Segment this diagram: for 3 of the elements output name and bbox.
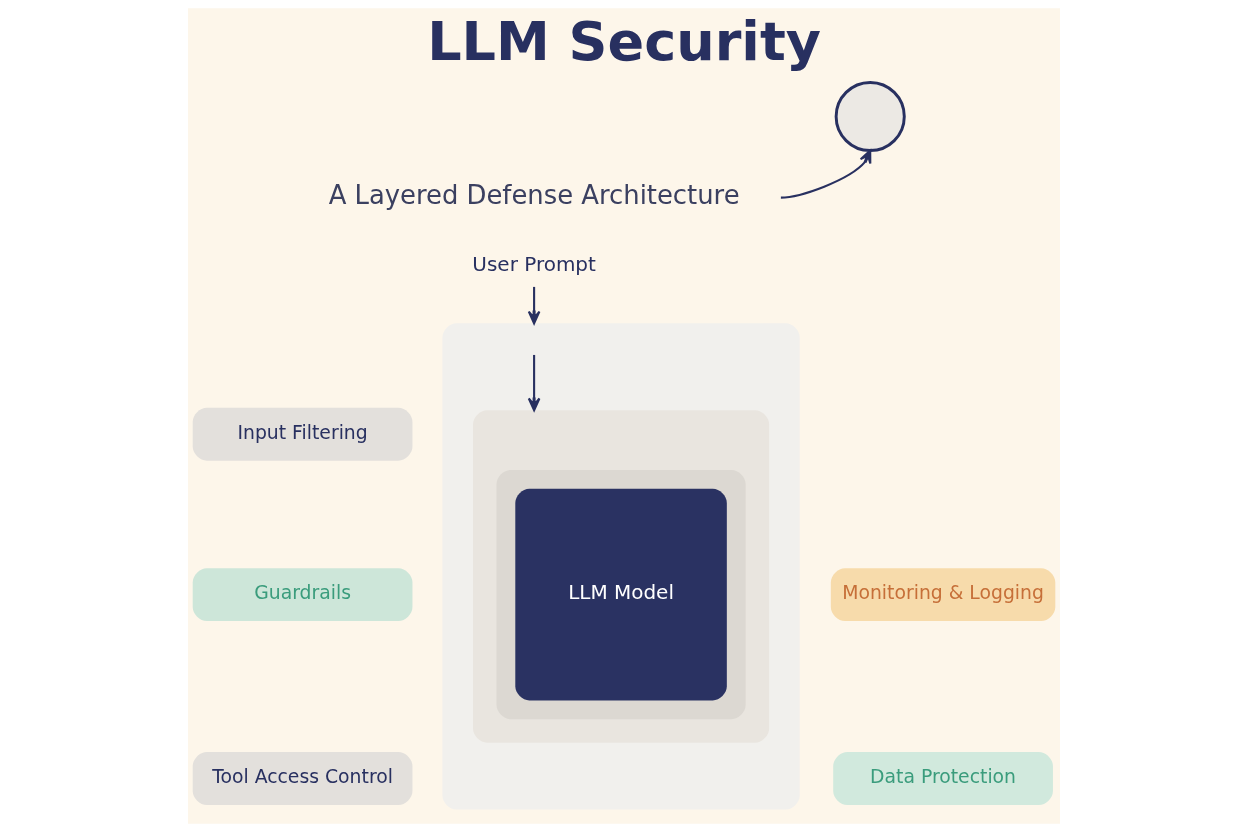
label: A Layered Defense Architecture [328, 180, 740, 211]
diagram-title: LLM Security [427, 9, 821, 73]
node-text: User Prompt [472, 251, 596, 276]
